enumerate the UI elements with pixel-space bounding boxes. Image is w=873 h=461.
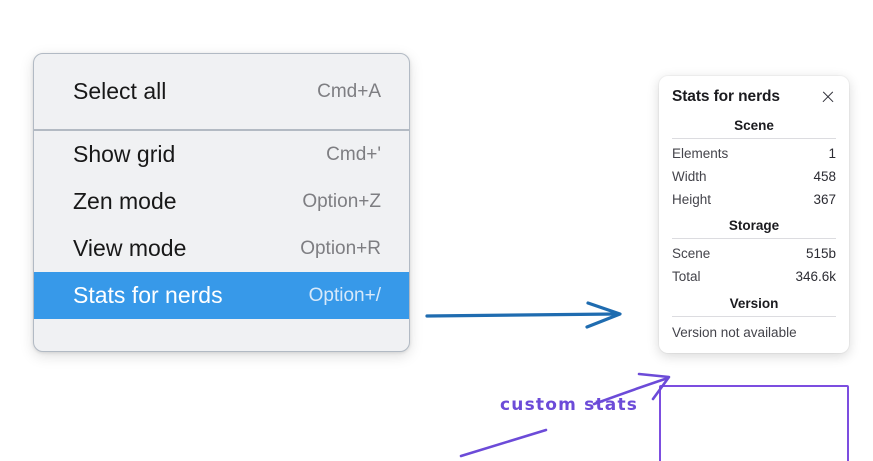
section-storage: Storage Scene 515b Total 346.6k xyxy=(659,217,849,288)
menu-group-1: Select all Cmd+A xyxy=(34,68,409,115)
menu-item-shortcut: Cmd+' xyxy=(326,143,381,165)
custom-stats-group: Storage Scene 515b Total 346.6k Version … xyxy=(659,211,849,461)
menu-separator xyxy=(34,129,409,131)
menu-item-show-grid[interactable]: Show grid Cmd+' xyxy=(34,131,409,178)
menu-item-view-mode[interactable]: View mode Option+R xyxy=(34,225,409,272)
section-scene: Scene Elements 1 Width 458 Height 367 xyxy=(659,117,849,211)
menu-item-zen-mode[interactable]: Zen mode Option+Z xyxy=(34,178,409,225)
menu-item-label: Select all xyxy=(73,78,167,104)
stats-for-nerds-panel: Stats for nerds Scene Elements 1 Width 4… xyxy=(659,76,849,461)
menu-item-label: Show grid xyxy=(73,141,176,167)
section-title: Version xyxy=(729,296,779,311)
table-row: Total 346.6k xyxy=(672,265,836,288)
row-key: Height xyxy=(672,192,712,207)
row-key: Width xyxy=(672,169,707,184)
menu-item-shortcut: Option+Z xyxy=(302,190,381,212)
section-title: Storage xyxy=(728,218,780,233)
section-rule xyxy=(672,238,836,239)
row-value: 1 xyxy=(828,146,836,161)
menu-item-shortcut: Cmd+A xyxy=(317,80,381,102)
menu-item-label: View mode xyxy=(73,235,187,261)
menu-item-label: Zen mode xyxy=(73,188,177,214)
purple-underline-stroke xyxy=(459,428,548,458)
row-key: Scene xyxy=(672,246,711,261)
menu-group-2: Show grid Cmd+' Zen mode Option+Z View m… xyxy=(34,131,409,319)
menu-top-padding xyxy=(34,54,409,68)
custom-stats-highlight-box xyxy=(659,385,849,461)
table-row: Height 367 xyxy=(672,188,836,211)
menu-item-select-all[interactable]: Select all Cmd+A xyxy=(34,68,409,115)
menu-item-stats-for-nerds[interactable]: Stats for nerds Option+/ xyxy=(34,272,409,319)
section-version: Version Version not available xyxy=(659,288,849,343)
table-row: Elements 1 xyxy=(672,142,836,165)
panel-title: Stats for nerds xyxy=(672,88,780,105)
row-value: 367 xyxy=(813,192,836,207)
menu-item-shortcut: Option+R xyxy=(300,237,381,259)
row-key: Elements xyxy=(672,146,729,161)
row-value: 346.6k xyxy=(795,269,836,284)
canvas-context-menu[interactable]: Select all Cmd+A Show grid Cmd+' Zen mod… xyxy=(33,53,410,352)
section-rule xyxy=(672,316,836,317)
version-value: Version not available xyxy=(672,325,797,340)
menu-item-shortcut: Option+/ xyxy=(308,284,381,306)
section-title: Scene xyxy=(734,118,774,133)
table-row: Scene 515b xyxy=(672,242,836,265)
section-rule xyxy=(672,138,836,139)
menu-item-label: Stats for nerds xyxy=(73,282,223,308)
row-key: Total xyxy=(672,269,701,284)
custom-stats-annotation-label: custom stats xyxy=(500,395,639,415)
panel-header: Stats for nerds xyxy=(659,86,849,106)
table-row: Width 458 xyxy=(672,165,836,188)
close-icon[interactable] xyxy=(820,90,835,105)
blue-arrow xyxy=(425,301,622,329)
row-value: 515b xyxy=(805,246,836,261)
row-value: 458 xyxy=(813,169,836,184)
menu-bottom-padding xyxy=(34,319,409,338)
